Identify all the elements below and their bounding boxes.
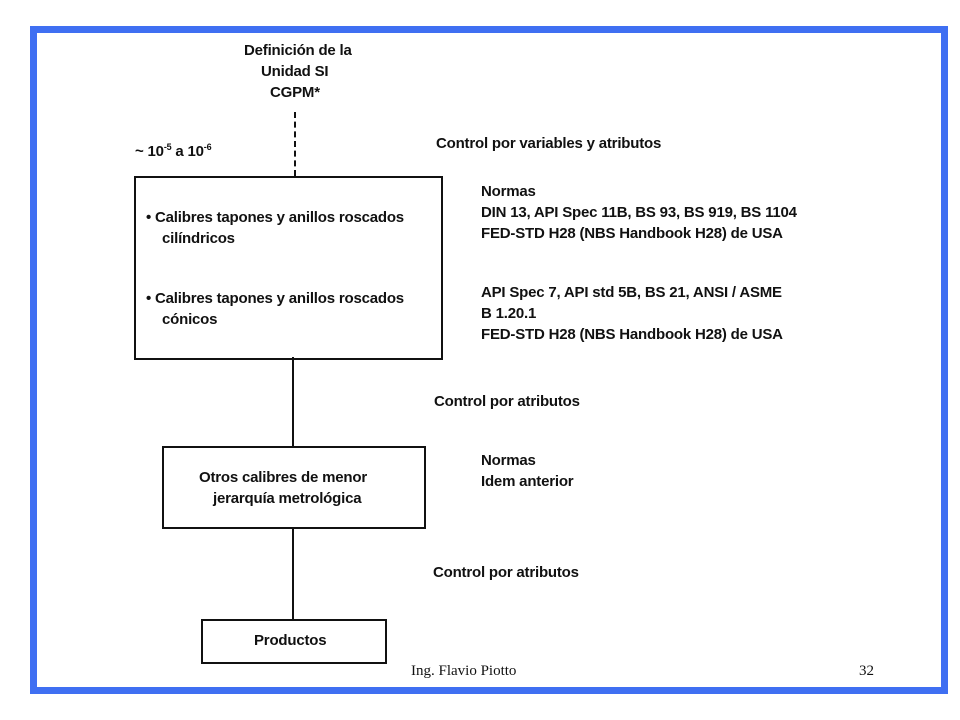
main-gauges-box — [134, 176, 443, 360]
main-box-item-1-line-2: cilíndricos — [162, 230, 235, 247]
footer-page-number: 32 — [859, 663, 874, 679]
normas-2-line-2: B 1.20.1 — [481, 305, 537, 322]
connector-middle-to-bottom — [292, 527, 294, 619]
uncertainty-label: ~ 10-5 a 10-6 — [135, 141, 212, 162]
normas-2-line-3: FED-STD H28 (NBS Handbook H28) de USA — [481, 326, 783, 343]
top-node-line-1: Definición de la — [244, 42, 352, 59]
control-label-1: Control por variables y atributos — [436, 135, 662, 152]
normas-1-line-2: FED-STD H28 (NBS Handbook H28) de USA — [481, 225, 783, 242]
connector-main-to-middle — [292, 357, 294, 446]
middle-box-line-2: jerarquía metrológica — [213, 490, 362, 507]
main-box-item-2-line-1: • Calibres tapones y anillos roscados — [146, 290, 404, 307]
uncertainty-exp-2: -6 — [203, 142, 212, 152]
uncertainty-exp-1: -5 — [163, 142, 172, 152]
products-label: Productos — [254, 632, 327, 649]
control-label-3: Control por atributos — [433, 564, 579, 581]
normas-1-title: Normas — [481, 183, 536, 200]
main-box-item-1-line-1: • Calibres tapones y anillos roscados — [146, 209, 404, 226]
products-box — [201, 619, 387, 664]
middle-box-line-1: Otros calibres de menor — [199, 469, 367, 486]
normas-3-title: Normas — [481, 452, 536, 469]
normas-2-line-1: API Spec 7, API std 5B, BS 21, ANSI / AS… — [481, 284, 782, 301]
normas-3-line-1: Idem anterior — [481, 473, 574, 490]
main-box-item-2-line-2: cónicos — [162, 311, 218, 328]
top-node-line-3: CGPM* — [270, 84, 320, 101]
top-node-line-2: Unidad SI — [261, 63, 329, 80]
control-label-2: Control por atributos — [434, 393, 580, 410]
uncertainty-middle: a 10 — [171, 143, 204, 160]
footer-author: Ing. Flavio Piotto — [411, 663, 517, 679]
normas-1-line-1: DIN 13, API Spec 11B, BS 93, BS 919, BS … — [481, 204, 797, 221]
other-gauges-box — [162, 446, 426, 529]
dashed-connector — [294, 112, 296, 176]
uncertainty-prefix: ~ 10 — [135, 143, 164, 160]
slide-frame — [30, 26, 948, 694]
